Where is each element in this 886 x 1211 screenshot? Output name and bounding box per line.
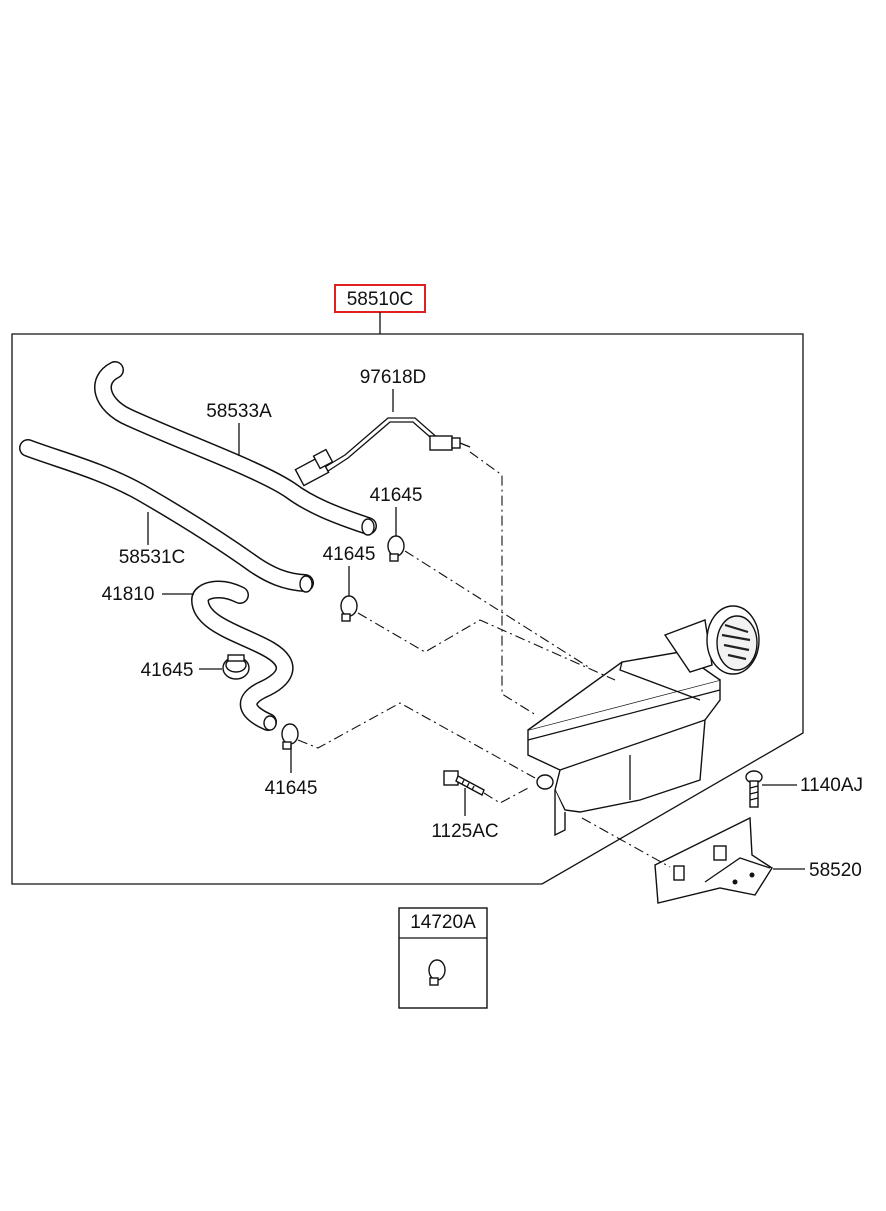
clamp-41645-upper[interactable] bbox=[387, 535, 405, 562]
inset-clamp-icon bbox=[428, 959, 446, 986]
bolt-1125ac[interactable] bbox=[443, 770, 485, 796]
callout-58520[interactable]: 58520 bbox=[809, 860, 862, 881]
callout-41645-upper[interactable]: 41645 bbox=[370, 485, 423, 506]
clamp-41645-lower[interactable] bbox=[281, 723, 299, 750]
callout-58531c[interactable]: 58531C bbox=[119, 547, 186, 568]
hose-41810[interactable] bbox=[191, 580, 294, 731]
callout-58533a[interactable]: 58533A bbox=[206, 401, 272, 422]
bolt-1140aj[interactable] bbox=[745, 770, 763, 808]
callout-41645-lower[interactable]: 41645 bbox=[265, 778, 318, 799]
assembly-line-wiring bbox=[469, 451, 537, 716]
callout-97618d[interactable]: 97618D bbox=[360, 367, 427, 388]
inset-label: 14720A bbox=[410, 912, 476, 933]
callout-1125ac[interactable]: 1125AC bbox=[431, 821, 498, 842]
clamp-41645-loose[interactable] bbox=[222, 654, 250, 680]
assembly-line-lower-hose bbox=[297, 702, 536, 779]
assembly-line-bracket bbox=[581, 817, 671, 868]
callout-41810[interactable]: 41810 bbox=[102, 584, 155, 605]
assembly-line-bolt bbox=[483, 786, 531, 804]
assembly-line-upper-hose bbox=[404, 550, 591, 669]
assembly-line-middle-hose bbox=[357, 612, 616, 681]
callout-1140aj[interactable]: 1140AJ bbox=[800, 775, 863, 796]
hose-58531c[interactable] bbox=[19, 439, 314, 593]
hose-58533a[interactable] bbox=[94, 361, 377, 536]
bracket-58520[interactable] bbox=[654, 816, 773, 904]
wiring-97618d[interactable] bbox=[294, 417, 471, 487]
reservoir-tank[interactable] bbox=[527, 605, 760, 837]
inset-14720a[interactable]: 14720A bbox=[398, 907, 488, 1009]
assembly-boundary bbox=[11, 333, 804, 885]
callout-41645-loose[interactable]: 41645 bbox=[141, 660, 194, 681]
clamp-41645-middle[interactable] bbox=[340, 595, 358, 622]
assembly-label: 58510C bbox=[347, 289, 414, 310]
callout-41645-middle[interactable]: 41645 bbox=[323, 544, 376, 565]
